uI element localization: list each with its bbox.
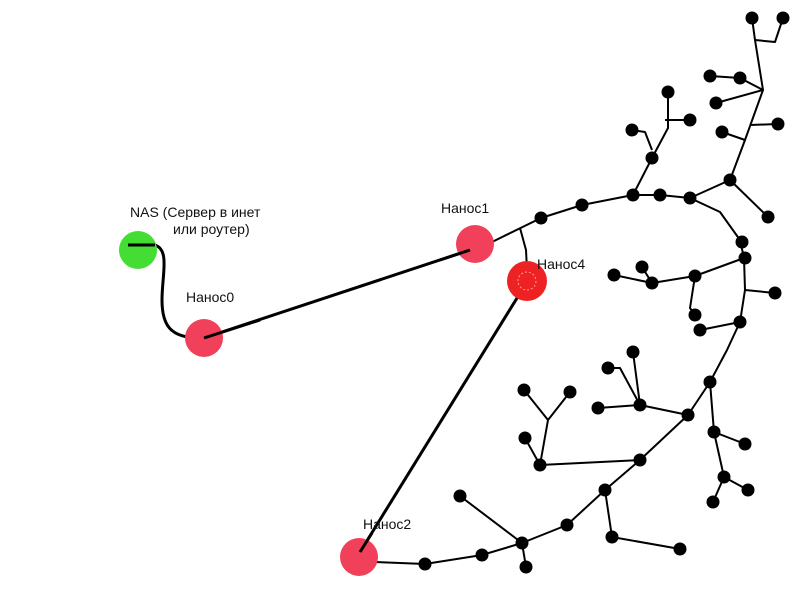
branch-cable — [523, 389, 549, 466]
client-node — [645, 276, 659, 290]
branch-cable — [608, 367, 689, 416]
client-node — [683, 113, 697, 127]
link-nas-nanos0 — [128, 243, 201, 340]
client-node — [633, 398, 647, 412]
client-node — [723, 173, 737, 187]
link-nanos2-end — [358, 532, 374, 553]
branch-cable — [613, 257, 745, 284]
client-node — [633, 453, 647, 467]
client-node — [741, 483, 755, 497]
branch-cable — [751, 17, 764, 91]
nanos4-inner-ring — [517, 271, 537, 291]
client-node — [703, 69, 717, 83]
client-node — [673, 542, 687, 556]
client-node — [693, 323, 707, 337]
client-node — [661, 85, 675, 99]
client-node — [771, 117, 785, 131]
client-node — [735, 235, 749, 249]
client-node — [575, 198, 589, 212]
nanos4-label: Нанос4 — [537, 256, 586, 272]
client-node — [717, 470, 731, 484]
nanos1-node — [456, 225, 494, 263]
client-node — [518, 431, 532, 445]
client-node — [683, 191, 697, 205]
client-node — [601, 361, 615, 375]
branch-cable — [699, 321, 741, 331]
branch-cable — [597, 404, 641, 409]
client-node — [515, 536, 529, 550]
nas-node — [119, 231, 157, 269]
client-node — [517, 383, 531, 397]
client-node — [776, 11, 790, 25]
client-node — [625, 123, 639, 137]
nas-label-line2: или роутер) — [173, 221, 250, 237]
nanos2-label: Нанос2 — [363, 516, 412, 532]
nanos4-node — [507, 261, 547, 301]
client-node — [635, 260, 649, 274]
client-node — [681, 408, 695, 422]
nas-label-line1: NAS (Сервер в инет — [130, 204, 261, 220]
branch-cable — [632, 92, 669, 196]
client-node — [709, 96, 723, 110]
link-nanos4-nanos2 — [358, 289, 524, 553]
client-node — [761, 210, 775, 224]
client-node — [707, 425, 721, 439]
client-node — [598, 483, 612, 497]
client-node — [733, 315, 747, 329]
client-node — [653, 188, 667, 202]
branch-cable — [715, 89, 764, 104]
branch-cable — [632, 351, 641, 406]
client-node — [591, 401, 605, 415]
client-node — [688, 269, 702, 283]
client-node — [626, 188, 640, 202]
nanos0-label: Нанос0 — [186, 289, 235, 305]
branch-cable — [754, 17, 784, 43]
client-node — [688, 308, 702, 322]
client-node — [733, 71, 747, 85]
branch-cable — [712, 431, 725, 503]
client-node — [560, 518, 574, 532]
client-node — [738, 251, 752, 265]
client-node — [745, 11, 759, 25]
client-node — [706, 495, 720, 509]
ring-cable — [374, 194, 746, 565]
nas-label: NAS (Сервер в инет или роутер) — [130, 204, 260, 238]
client-node — [738, 437, 752, 451]
client-node — [715, 125, 729, 139]
nanos1-label: Нанос1 — [441, 200, 490, 216]
branch-cable — [729, 179, 769, 218]
client-node — [533, 458, 547, 472]
branch-cable — [459, 495, 523, 544]
client-node — [563, 385, 577, 399]
client-node — [605, 530, 619, 544]
client-node — [626, 345, 640, 359]
client-node — [645, 151, 659, 165]
link-nanos0-end — [203, 318, 261, 340]
client-node — [768, 286, 782, 300]
client-node — [534, 211, 548, 225]
link-nanos1-end — [439, 248, 471, 262]
client-node — [453, 489, 467, 503]
nanos2-node — [340, 538, 378, 576]
client-node — [607, 268, 621, 282]
client-node — [703, 375, 717, 389]
client-node — [475, 548, 489, 562]
client-node — [519, 560, 533, 574]
client-node — [418, 557, 432, 571]
